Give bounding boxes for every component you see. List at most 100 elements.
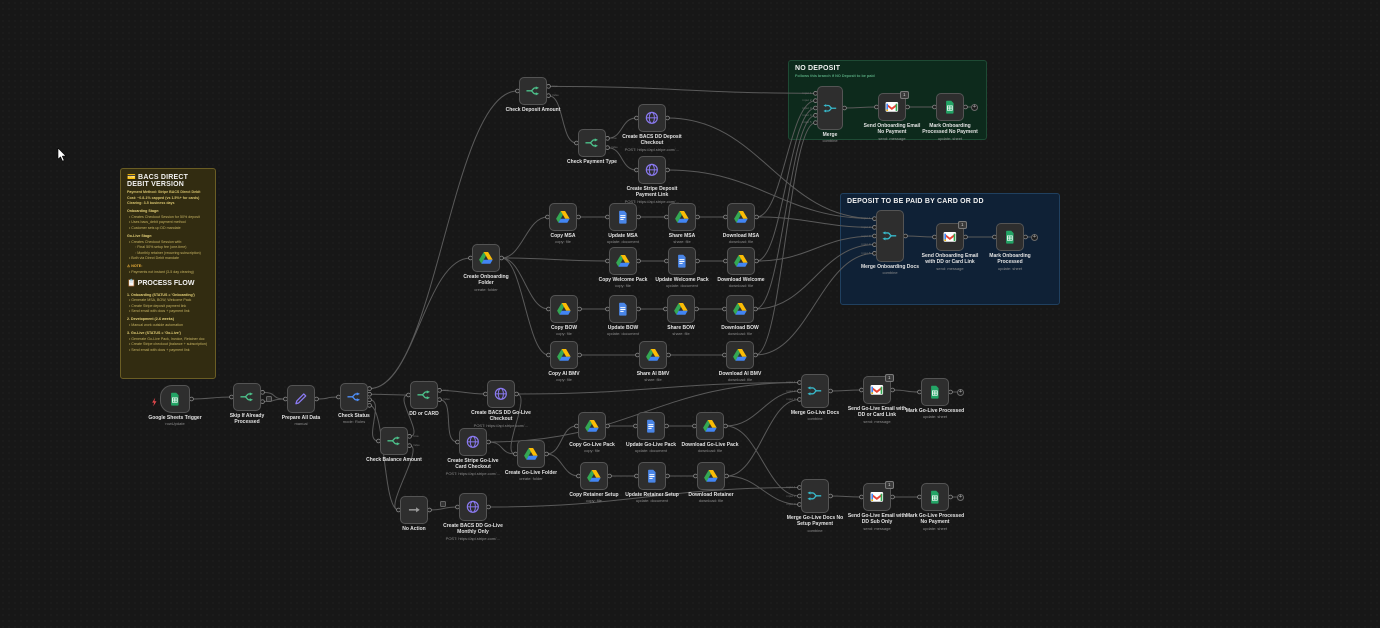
mark-onboarding-processed[interactable] — [996, 223, 1024, 251]
output-port[interactable] — [903, 233, 908, 239]
check-balance-amount[interactable] — [380, 427, 408, 455]
mark-go-live-processed-no-payment[interactable] — [921, 483, 949, 511]
output-port[interactable] — [636, 214, 641, 220]
add-node-endpoint[interactable]: + — [957, 388, 964, 396]
skip-if-already-processed[interactable] — [233, 383, 261, 411]
download-msa[interactable] — [727, 203, 755, 231]
update-go-live-pack[interactable] — [637, 412, 665, 440]
output-port[interactable] — [842, 105, 847, 111]
dd-or-card[interactable] — [410, 381, 438, 409]
send-onboarding-email-with-dd-or-card-link[interactable]: 1 — [936, 220, 967, 251]
create-bacs-dd-go-live-checkout[interactable] — [487, 380, 515, 408]
add-node-endpoint[interactable]: + — [957, 493, 964, 501]
output-port[interactable] — [437, 397, 442, 402]
output-port[interactable] — [754, 214, 759, 220]
output-port[interactable] — [577, 352, 582, 358]
copy-retainer-setup[interactable] — [580, 462, 608, 490]
output-port[interactable] — [546, 93, 551, 98]
output-port[interactable] — [367, 386, 372, 391]
output-port[interactable] — [544, 451, 549, 457]
create-bacs-dd-go-live-monthly-only[interactable] — [459, 493, 487, 521]
copy-welcome-pack[interactable] — [609, 247, 637, 275]
output-port[interactable] — [607, 473, 612, 479]
create-bacs-dd-deposit-checkout[interactable] — [638, 104, 666, 132]
output-port[interactable] — [546, 84, 551, 89]
copy-ai-bmv[interactable] — [550, 341, 578, 369]
output-port[interactable] — [486, 439, 491, 445]
output-port[interactable] — [367, 391, 372, 397]
send-go-live-email-with-dd-or-card-link[interactable]: 1 — [863, 373, 894, 404]
output-port[interactable] — [605, 145, 610, 150]
output-port[interactable] — [576, 214, 581, 220]
no-action[interactable] — [400, 496, 428, 524]
add-node-endpoint[interactable]: + — [1031, 233, 1038, 241]
output-port[interactable] — [636, 306, 641, 312]
output-port[interactable] — [407, 434, 412, 439]
merge-go-live-docs-no-setup-payment[interactable] — [801, 479, 829, 513]
merge-onboarding-docs[interactable] — [876, 210, 904, 262]
output-port[interactable] — [754, 258, 759, 264]
output-port[interactable] — [963, 234, 968, 240]
output-port[interactable] — [605, 136, 610, 141]
output-port[interactable] — [367, 403, 372, 408]
check-deposit-amount[interactable] — [519, 77, 547, 105]
output-port[interactable] — [724, 473, 729, 479]
output-port[interactable] — [890, 494, 895, 500]
output-port[interactable] — [665, 167, 670, 173]
copy-bow[interactable] — [550, 295, 578, 323]
create-go-live-folder[interactable] — [517, 440, 545, 468]
update-msa[interactable] — [609, 203, 637, 231]
merge[interactable] — [817, 86, 843, 130]
output-port[interactable] — [828, 493, 833, 499]
output-port[interactable] — [1023, 234, 1028, 240]
output-port[interactable] — [723, 423, 728, 429]
output-port[interactable] — [695, 214, 700, 220]
output-port[interactable] — [828, 388, 833, 394]
output-port[interactable] — [314, 396, 319, 402]
download-welcome[interactable] — [727, 247, 755, 275]
create-stripe-go-live-card-checkout[interactable] — [459, 428, 487, 456]
check-status[interactable] — [340, 383, 368, 411]
create-stripe-deposit-payment-link[interactable] — [638, 156, 666, 184]
download-go-live-pack[interactable] — [696, 412, 724, 440]
send-onboarding-email-no-payment[interactable]: 1 — [878, 90, 909, 121]
update-welcome-pack[interactable] — [668, 247, 696, 275]
output-port[interactable] — [664, 423, 669, 429]
check-payment-type[interactable] — [578, 129, 606, 157]
output-port[interactable] — [367, 397, 372, 403]
output-port[interactable] — [753, 306, 758, 312]
output-port[interactable] — [890, 387, 895, 393]
output-port[interactable] — [605, 423, 610, 429]
share-msa[interactable] — [668, 203, 696, 231]
output-port[interactable] — [963, 104, 968, 110]
output-port[interactable] — [665, 473, 670, 479]
output-port[interactable] — [260, 390, 265, 395]
output-port[interactable] — [514, 391, 519, 397]
output-port[interactable] — [437, 388, 442, 393]
mark-go-live-processed[interactable] — [921, 378, 949, 406]
update-retainer-setup[interactable] — [638, 462, 666, 490]
create-onboarding-folder[interactable] — [472, 244, 500, 272]
update-bow[interactable] — [609, 295, 637, 323]
send-go-live-email-with-dd-sub-only[interactable]: 1 — [863, 480, 894, 511]
output-port[interactable] — [407, 443, 412, 448]
merge-go-live-docs[interactable] — [801, 374, 829, 408]
add-node-endpoint[interactable]: + — [971, 103, 978, 111]
output-port[interactable] — [753, 352, 758, 358]
output-port[interactable] — [636, 258, 641, 264]
copy-go-live-pack[interactable] — [578, 412, 606, 440]
mark-onboarding-processed-no-payment[interactable] — [936, 93, 964, 121]
output-port[interactable] — [260, 399, 265, 404]
copy-msa[interactable] — [549, 203, 577, 231]
download-bow[interactable] — [726, 295, 754, 323]
output-port[interactable] — [905, 104, 910, 110]
share-bow[interactable] — [667, 295, 695, 323]
share-ai-bmv[interactable] — [639, 341, 667, 369]
output-port[interactable] — [948, 389, 953, 395]
output-port[interactable] — [694, 306, 699, 312]
download-retainer[interactable] — [697, 462, 725, 490]
output-port[interactable] — [695, 258, 700, 264]
google-sheets-trigger[interactable] — [160, 385, 190, 413]
